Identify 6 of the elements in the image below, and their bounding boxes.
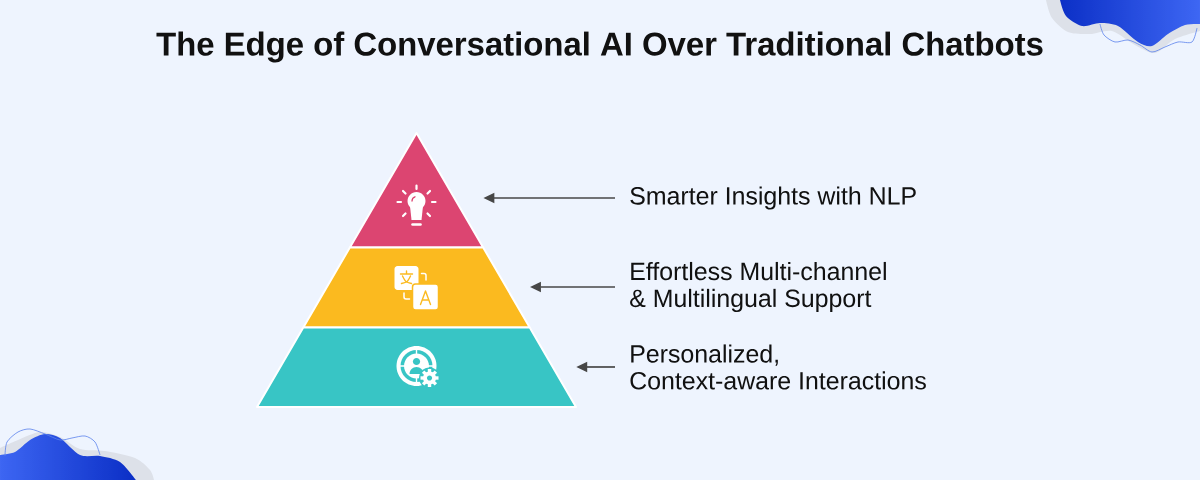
description-text: Smarter Insights with NLP	[630, 186, 916, 210]
pyramid-layer	[348, 132, 485, 249]
description-text: Effortless Multi-channel & Multilingual Support	[630, 261, 886, 313]
pyramid-layer	[256, 326, 577, 408]
title: The Edge of Conversational AI Over Traditional Chatbots	[156, 31, 1043, 63]
description-text: Personalized, Context-aware Interactions	[630, 344, 926, 390]
